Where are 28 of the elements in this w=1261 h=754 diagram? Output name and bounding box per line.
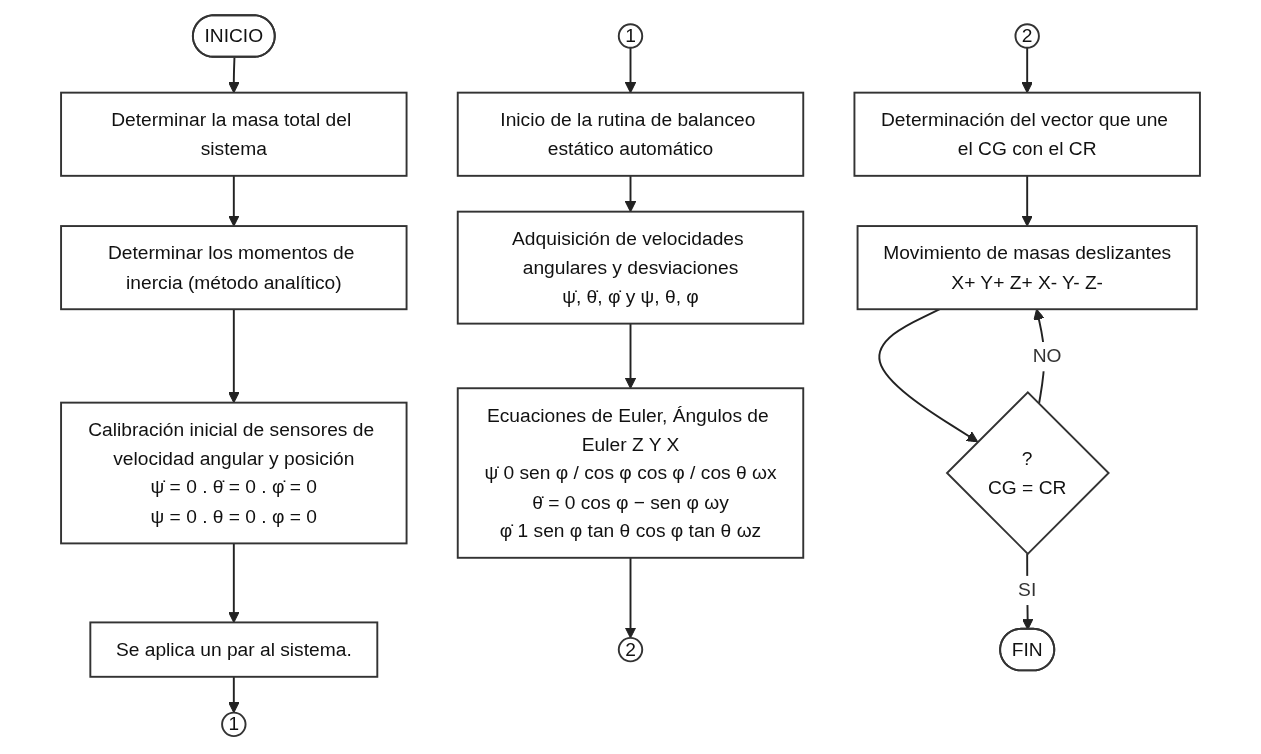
arrow xyxy=(624,322,637,389)
node-box: Se aplica un par al sistema. xyxy=(89,621,379,678)
arrow xyxy=(1021,46,1033,94)
node-circle: 2 xyxy=(1014,23,1040,49)
node-circle: 1 xyxy=(221,711,247,738)
node-box: Calibración inicial de sensores de velocidad angular y posición ψ̇ = 0 . θ̇ = 0 . φ̇ = 0 ψ = 0 . θ = 0 . φ = 0 xyxy=(60,401,408,545)
arrow xyxy=(228,308,240,404)
edge-label: NO xyxy=(1032,344,1062,367)
arrow xyxy=(878,308,979,443)
node-box: Inicio de la rutina de balanceo estático automático xyxy=(456,91,805,177)
node-circle: 1 xyxy=(617,23,644,49)
node-box: Adquisición de velocidades angulares y desviaciones ψ̇, θ̇, φ̇ y ψ, θ, φ xyxy=(456,210,805,325)
arrow xyxy=(1021,174,1033,227)
node-diamond: ? CG = CR xyxy=(945,390,1110,556)
arrow xyxy=(624,174,637,213)
arrow xyxy=(228,675,240,714)
node-box: Movimiento de masas deslizantes X+ Y+ Z+ X- Y- Z- xyxy=(856,225,1198,311)
arrow xyxy=(624,556,637,639)
node-box: Determinar la masa total del sistema xyxy=(60,91,408,177)
arrow xyxy=(228,542,240,623)
arrow xyxy=(228,56,240,94)
node-box: Ecuaciones de Euler, Ángulos de Euler Z Y X ψ̇ 0 sen φ / cos φ cos φ / cos θ ωx θ̇ = 0 cos φ − sen φ ωy φ̇ 1 sen φ tan θ cos φ tan θ ωz xyxy=(456,387,805,559)
arrow xyxy=(228,174,240,227)
node-box: Determinar los momentos de inercia (método analítico) xyxy=(60,225,408,311)
node-box: Determinación del vector que une el CG con el CR xyxy=(853,91,1201,177)
edge-label: SI xyxy=(1018,578,1037,601)
arrow xyxy=(624,46,637,94)
node-circle: 2 xyxy=(617,636,644,663)
